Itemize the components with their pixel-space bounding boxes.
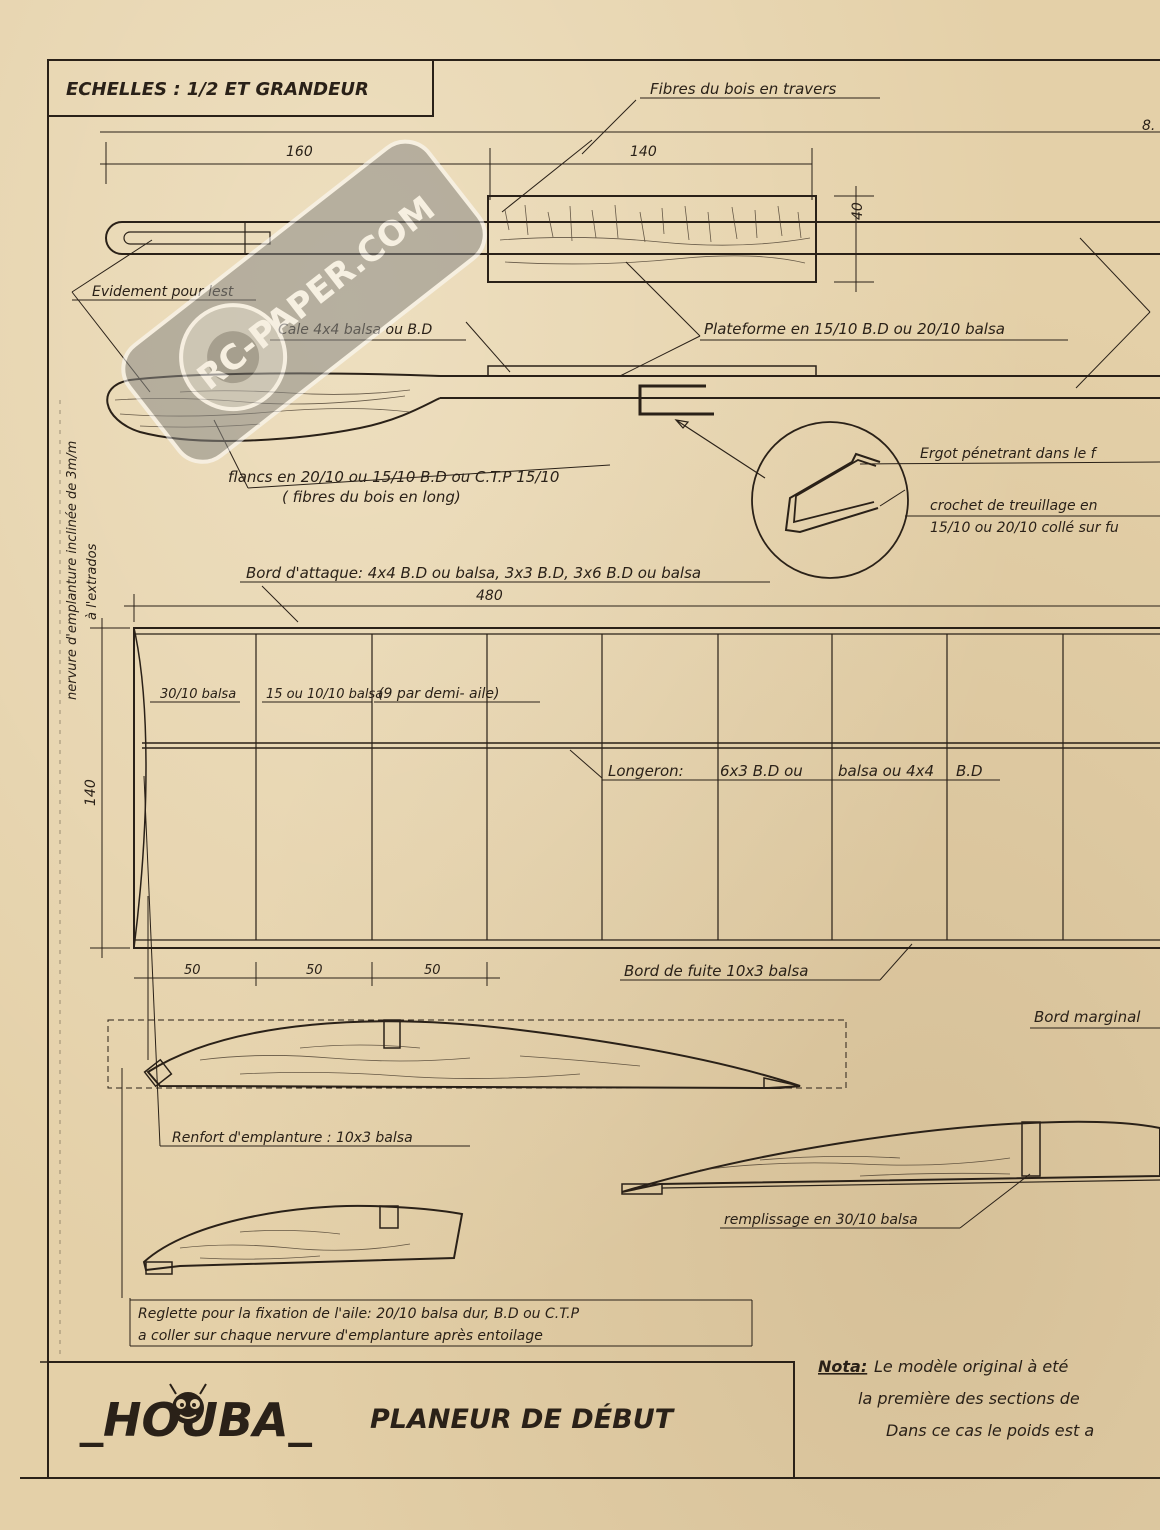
label-ergot: Ergot pénetrant dans le f bbox=[920, 446, 1098, 462]
label-bord-marginal: Bord marginal bbox=[1034, 1008, 1141, 1026]
label-flancs-1: flancs en 20/10 ou 15/10 B.D ou C.T.P 15… bbox=[228, 468, 559, 486]
label-reglette-2: a coller sur chaque nervure d'emplanture… bbox=[138, 1328, 543, 1344]
dimension-labels: 160 140 40 8. 480 140 50 50 50 bbox=[83, 118, 1155, 978]
label-nervure-1: nervure d'emplanture inclinée de 3m/m bbox=[65, 441, 80, 700]
dim-140: 140 bbox=[630, 144, 657, 160]
houba-mascot-icon bbox=[169, 1383, 207, 1424]
label-rib-30-10: 30/10 balsa bbox=[160, 687, 236, 702]
scales-text: ECHELLES : 1/2 ET GRANDEUR bbox=[66, 79, 369, 100]
dim-480: 480 bbox=[476, 588, 503, 604]
label-remplissage: remplissage en 30/10 balsa bbox=[724, 1212, 918, 1228]
label-longeron-2: 6x3 B.D ou bbox=[720, 762, 803, 780]
label-nervure-2: à l'extrados bbox=[85, 543, 100, 620]
dim-50-a: 50 bbox=[184, 963, 201, 978]
tip-rib-section bbox=[621, 1120, 1160, 1195]
label-longeron-3: balsa ou 4x4 bbox=[838, 762, 934, 780]
dim-40: 40 bbox=[850, 202, 866, 220]
nota-block: Nota: Le modèle original à eté la premiè… bbox=[818, 1357, 1094, 1440]
reglette-rib-section bbox=[142, 1204, 464, 1275]
dimension-lines bbox=[59, 131, 1160, 1360]
label-longeron-4: B.D bbox=[956, 762, 983, 780]
nota-line-1: Le modèle original à eté bbox=[874, 1357, 1068, 1376]
label-renfort: Renfort d'emplanture : 10x3 balsa bbox=[172, 1130, 413, 1146]
nota-line-2: la première des sections de bbox=[858, 1389, 1080, 1408]
label-fibres: Fibres du bois en travers bbox=[650, 80, 837, 98]
label-reglette-1: Reglette pour la fixation de l'aile: 20/… bbox=[138, 1306, 580, 1322]
dim-140-chord: 140 bbox=[83, 779, 99, 806]
annotation-labels: Fibres du bois en travers Evidement pour… bbox=[65, 80, 1141, 1344]
hook-detail-circle bbox=[674, 419, 909, 579]
label-crochet-1: crochet de treuillage en bbox=[930, 498, 1098, 514]
leader-lines bbox=[71, 97, 1160, 1347]
label-bord-fuite: Bord de fuite 10x3 balsa bbox=[624, 962, 808, 980]
label-plateforme: Plateforme en 15/10 B.D ou 20/10 balsa bbox=[704, 320, 1005, 338]
title-block: _HOUBA_ PLANEUR DE DÉBUT bbox=[47, 1361, 795, 1479]
model-subtitle: PLANEUR DE DÉBUT bbox=[370, 1403, 676, 1435]
label-rib-15-10: 15 ou 10/10 balsa bbox=[266, 687, 383, 702]
wing-plan-view bbox=[133, 627, 1160, 949]
platform-grain-hatch bbox=[499, 204, 811, 265]
dim-edge: 8. bbox=[1142, 118, 1155, 134]
dim-160: 160 bbox=[286, 144, 313, 160]
label-longeron-1: Longeron: bbox=[608, 762, 684, 780]
label-rib-count: (9 par demi- aile) bbox=[378, 686, 499, 702]
label-bord-attaque: Bord d'attaque: 4x4 B.D ou balsa, 3x3 B.… bbox=[246, 564, 701, 582]
scales-box: ECHELLES : 1/2 ET GRANDEUR bbox=[47, 59, 434, 117]
nota-line-3: Dans ce cas le poids est a bbox=[886, 1421, 1094, 1440]
dim-50-b: 50 bbox=[306, 963, 323, 978]
label-crochet-2: 15/10 ou 20/10 collé sur fu bbox=[930, 520, 1119, 536]
rc-paper-watermark: RC-PAPER.COM bbox=[121, 139, 487, 464]
root-rib-section bbox=[107, 1019, 847, 1090]
nota-label: Nota: bbox=[818, 1357, 867, 1376]
dim-50-c: 50 bbox=[424, 963, 441, 978]
label-flancs-2: ( fibres du bois en long) bbox=[282, 488, 461, 506]
